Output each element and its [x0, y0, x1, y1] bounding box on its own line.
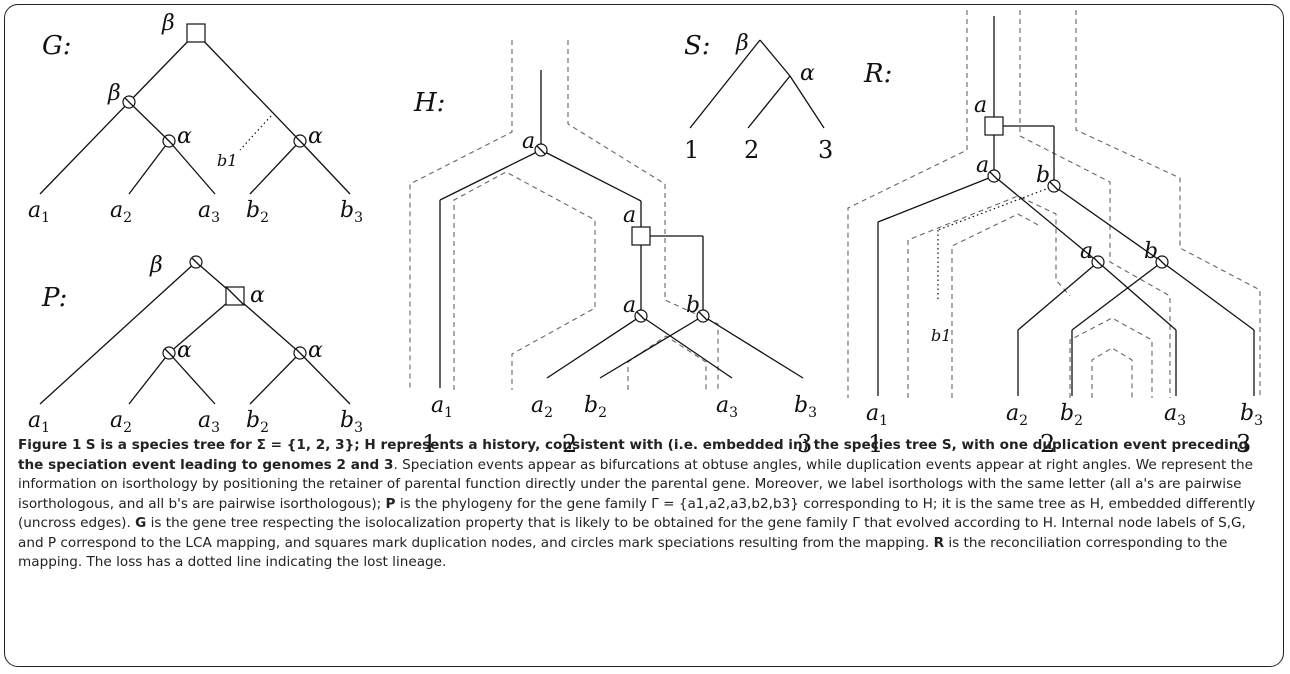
- s-leaf-2: 2: [744, 136, 759, 164]
- p-leaf-a2: a2: [110, 408, 132, 436]
- caption-p-bold: P: [385, 495, 396, 512]
- panel-r: R: a a b a b b1 a: [847, 10, 1263, 458]
- r-node-a-root: a: [976, 153, 989, 178]
- panel-g: G: β β α α b1 a1 a2 a3 b2 b3: [28, 11, 363, 226]
- g-leaf-a3: a3: [198, 198, 220, 226]
- h-leaf-b2: b2: [584, 393, 607, 421]
- panel-p: P: β α α α a1 a2 a3 b2 b3: [28, 253, 363, 436]
- panel-p-title: P:: [41, 283, 67, 313]
- figure-frame: [4, 4, 1284, 667]
- h-node-a-dup: a: [623, 203, 636, 228]
- caption-text-2: is the phylogeny for the gene family Γ =…: [18, 495, 1256, 532]
- h-genome-1: 1: [422, 430, 437, 458]
- h-node-b-spec: b: [686, 293, 700, 318]
- r-leaf-a2: a2: [1006, 401, 1028, 429]
- s-leaf-1: 1: [684, 136, 699, 164]
- s-node-alpha: α: [800, 61, 815, 86]
- caption-text-4: is the reconciliation corresponding to t…: [18, 534, 1228, 571]
- caption-label: Figure 1: [18, 437, 82, 453]
- p-leaf-a3: a3: [198, 408, 220, 436]
- s-node-beta: β: [735, 31, 749, 56]
- s-leaf-3: 3: [818, 136, 833, 164]
- h-leaf-a1: a1: [431, 393, 453, 421]
- g-node-beta-root: β: [161, 11, 175, 36]
- panel-s: S: β α 1 2 3: [684, 31, 833, 164]
- r-node-b: b: [1036, 163, 1050, 188]
- g-loss-label: b1: [217, 151, 237, 170]
- p-leaf-b3: b3: [340, 408, 363, 436]
- caption-r-bold: R: [933, 534, 945, 551]
- r-leaf-a3: a3: [1164, 401, 1186, 429]
- panel-r-title: R:: [863, 59, 892, 89]
- g-leaf-b3: b3: [340, 198, 363, 226]
- r-node-b-spec: b: [1144, 239, 1158, 264]
- r-genome-2: 2: [1040, 430, 1055, 458]
- p-node-alpha-left: α: [177, 338, 192, 363]
- p-leaf-b2: b2: [246, 408, 269, 436]
- panel-s-title: S:: [684, 31, 711, 61]
- p-node-alpha-right: α: [308, 338, 323, 363]
- figure-caption: Figure 1 S is a species tree for Σ = {1,…: [18, 436, 1273, 573]
- g-leaf-b2: b2: [246, 198, 269, 226]
- r-genome-3: 3: [1236, 430, 1251, 458]
- p-leaf-a1: a1: [28, 408, 50, 436]
- caption-g-bold: G: [135, 515, 147, 531]
- g-node-alpha-right: α: [308, 124, 323, 149]
- h-node-a-root: a: [522, 129, 535, 154]
- caption-text-3: is the gene tree respecting the isolocal…: [18, 515, 1246, 551]
- panel-h-title: H:: [413, 88, 445, 118]
- r-leaf-b2: b2: [1060, 401, 1083, 429]
- panel-h: H: a a a b a1 a2 b2 a3 b3 1 2 3: [409, 40, 817, 458]
- p-node-alpha-dup: α: [250, 283, 265, 308]
- caption-bold-title: S is a species tree for Σ = {1, 2, 3}; H…: [18, 437, 1249, 473]
- r-loss-label: b1: [931, 326, 951, 345]
- g-leaf-a2: a2: [110, 198, 132, 226]
- r-node-a-spec: a: [1080, 239, 1093, 264]
- r-genome-1: 1: [868, 430, 883, 458]
- h-leaf-a2: a2: [531, 393, 553, 421]
- r-leaf-b3: b3: [1240, 401, 1263, 429]
- r-leaf-a1: a1: [866, 401, 888, 429]
- h-genome-3: 3: [797, 430, 812, 458]
- h-leaf-a3: a3: [716, 393, 738, 421]
- panel-g-title: G:: [42, 31, 72, 61]
- caption-text-1: . Speciation events appear as bifurcatio…: [18, 456, 1253, 512]
- h-leaf-b3: b3: [794, 393, 817, 421]
- g-leaf-a1: a1: [28, 198, 50, 226]
- g-node-alpha-left: α: [177, 124, 192, 149]
- h-genome-2: 2: [562, 430, 577, 458]
- h-node-a-spec: a: [623, 293, 636, 318]
- g-node-beta: β: [107, 81, 121, 106]
- p-node-beta: β: [149, 253, 163, 278]
- r-node-a-dup: a: [974, 93, 987, 118]
